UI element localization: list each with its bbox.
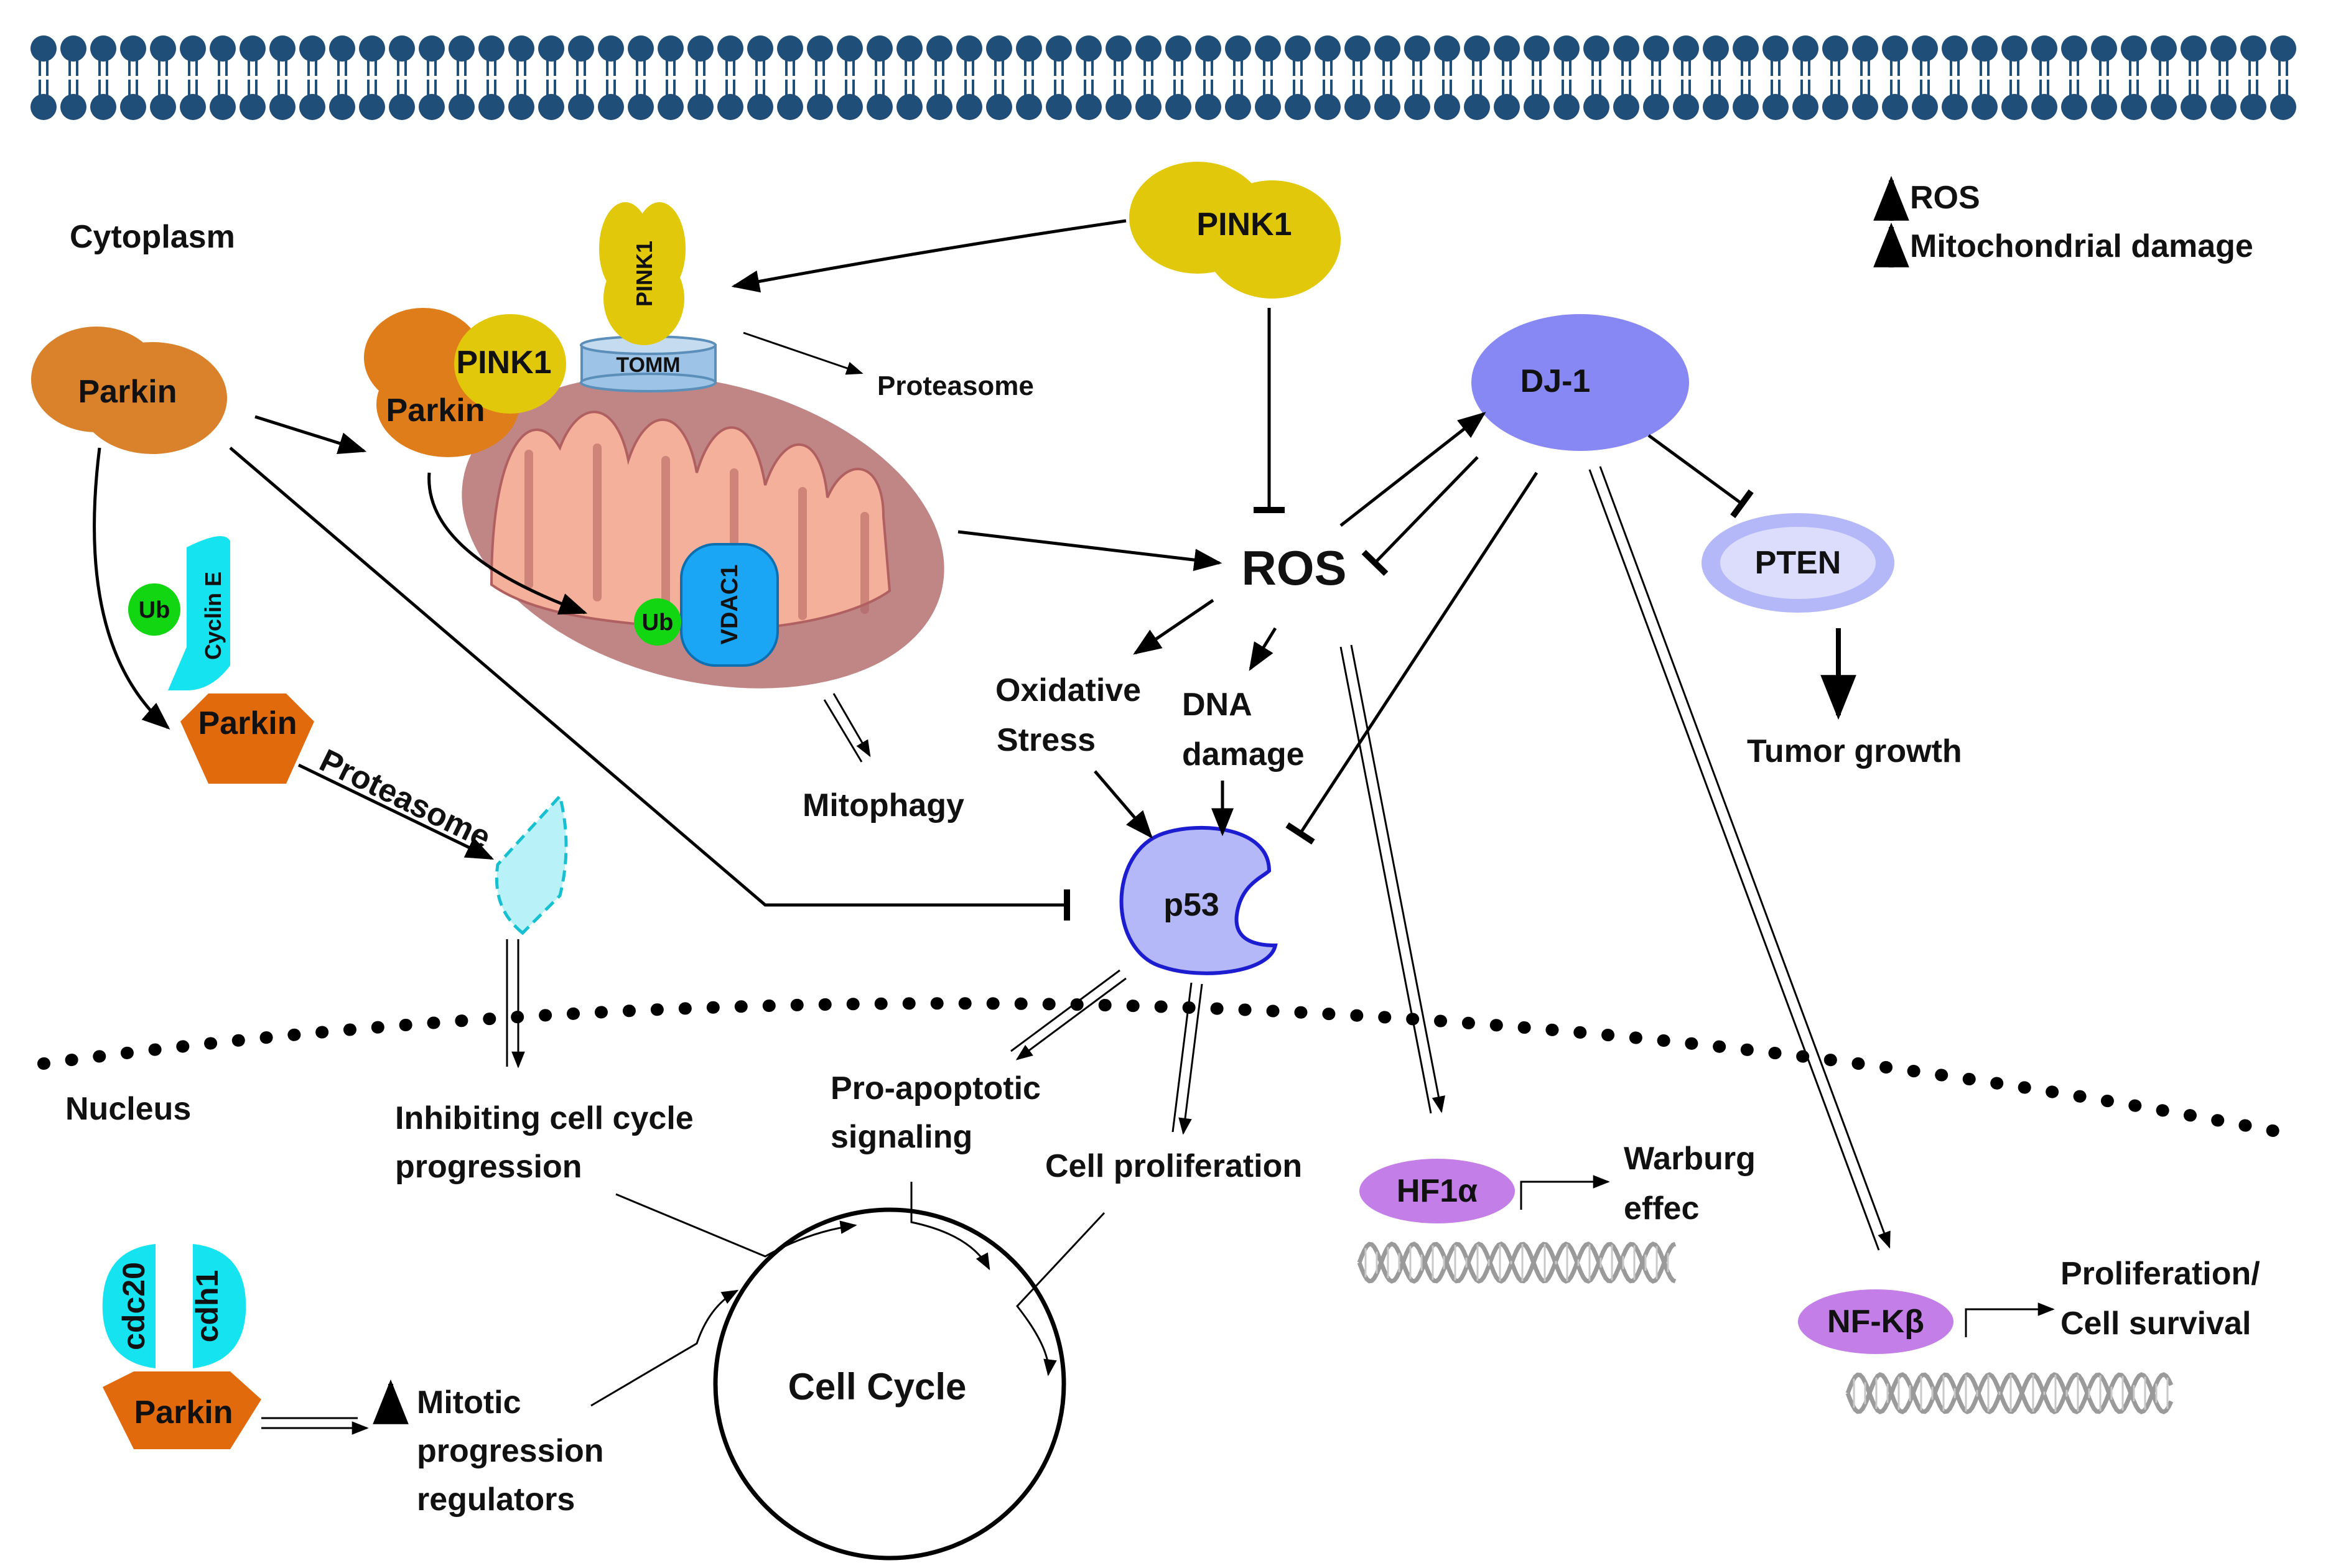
inhibiting-label-1: Inhibiting cell cycle: [395, 1100, 694, 1136]
p53-label: p53: [1163, 887, 1219, 923]
tomm-label: TOMM: [616, 353, 680, 377]
cyclin-e-label: Cyclin E: [200, 572, 226, 660]
pink1-bound-label: PINK1: [456, 345, 551, 381]
cytoplasm-label: Cytoplasm: [70, 219, 235, 255]
warburg-label-2: effec: [1624, 1190, 1699, 1227]
pink1-vertical-label: PINK1: [631, 241, 657, 307]
ub-cyclin-label: Ub: [139, 597, 170, 623]
tumor-growth-label: Tumor growth: [1747, 733, 1962, 769]
nfkb-label: NF-Kβ: [1827, 1304, 1924, 1340]
hif1a-node: HF1α: [1359, 1159, 1515, 1223]
proteasome-diag-label: Proteasome: [314, 743, 496, 856]
parkin-top-label: Parkin: [78, 374, 177, 410]
dj1-label: DJ-1: [1520, 363, 1591, 399]
parkin-pink1-complex: PINK1 Parkin: [364, 308, 566, 457]
parkin-cyclin-label: Parkin: [198, 705, 297, 741]
vdac1-channel: VDAC1 Ub: [634, 543, 779, 667]
pink1-free: PINK1: [1129, 162, 1341, 299]
inhibiting-label-2: progression: [395, 1149, 582, 1185]
mitotic-label-2: progression: [417, 1433, 604, 1469]
legend-mito-damage: Mitochondrial damage: [1910, 228, 2253, 264]
proapoptotic-label-2: signaling: [831, 1119, 972, 1155]
parkin-free: Parkin: [31, 327, 227, 454]
nucleus-label: Nucleus: [65, 1091, 191, 1127]
parkin-bottom-label: Parkin: [134, 1394, 233, 1431]
oxidative-label-2: Stress: [997, 722, 1096, 758]
mitotic-label-3: regulators: [417, 1482, 575, 1518]
cell-proliferation-label: Cell proliferation: [1045, 1148, 1302, 1184]
dna-label-2: damage: [1182, 736, 1305, 772]
cdc20-label: cdc20: [116, 1262, 151, 1350]
cdh1-label: cdh1: [190, 1270, 225, 1343]
pten-label: PTEN: [1755, 545, 1841, 581]
p53: p53: [1119, 825, 1278, 975]
nuclear-envelope: [37, 997, 2302, 1141]
cell-cycle-circle: [713, 1207, 1066, 1561]
mitotic-label-1: Mitotic: [417, 1385, 521, 1421]
dna-helix-2: [1845, 1372, 2174, 1414]
dna-label-1: DNA: [1182, 687, 1252, 723]
pink1-imported: PINK1: [599, 202, 686, 345]
oxidative-label-1: Oxidative: [995, 672, 1141, 708]
legend-ros: ROS: [1910, 180, 1980, 216]
pten: PTEN: [1702, 513, 1894, 613]
prolif-label-2: Cell survival: [2060, 1306, 2251, 1342]
parkin-complex-label: Parkin: [386, 392, 485, 429]
nfkb-node: NF-Kβ: [1798, 1289, 1953, 1354]
connectors: [93, 219, 2055, 1435]
tomm-channel: TOMM: [580, 335, 717, 392]
vdac1-label: VDAC1: [717, 565, 743, 645]
dj1: DJ-1: [1471, 314, 1689, 451]
mitophagy-label: Mitophagy: [803, 787, 964, 823]
warburg-label-1: Warburg: [1624, 1141, 1756, 1177]
dna-helix-1: [1357, 1241, 1677, 1284]
proteasome-top-label: Proteasome: [877, 371, 1034, 401]
cell-membrane: [30, 35, 2296, 120]
legend: ROS Mitochondrial damage: [1873, 175, 2253, 267]
ub-vdac-label: Ub: [642, 610, 674, 636]
cell-cycle-label: Cell Cycle: [788, 1366, 967, 1408]
proapoptotic-label-1: Pro-apoptotic: [831, 1070, 1041, 1106]
pink1-free-label: PINK1: [1196, 206, 1292, 243]
hif1a-label: HF1α: [1397, 1173, 1478, 1209]
degraded-cyclin: [495, 792, 568, 935]
prolif-label-1: Proliferation/: [2060, 1256, 2260, 1292]
parkin-apc-complex: cdc20 cdh1 Parkin: [102, 1244, 261, 1449]
parkin-cyclin-complex: Cyclin E Ub Parkin: [128, 536, 314, 784]
ros-label: ROS: [1241, 540, 1346, 595]
